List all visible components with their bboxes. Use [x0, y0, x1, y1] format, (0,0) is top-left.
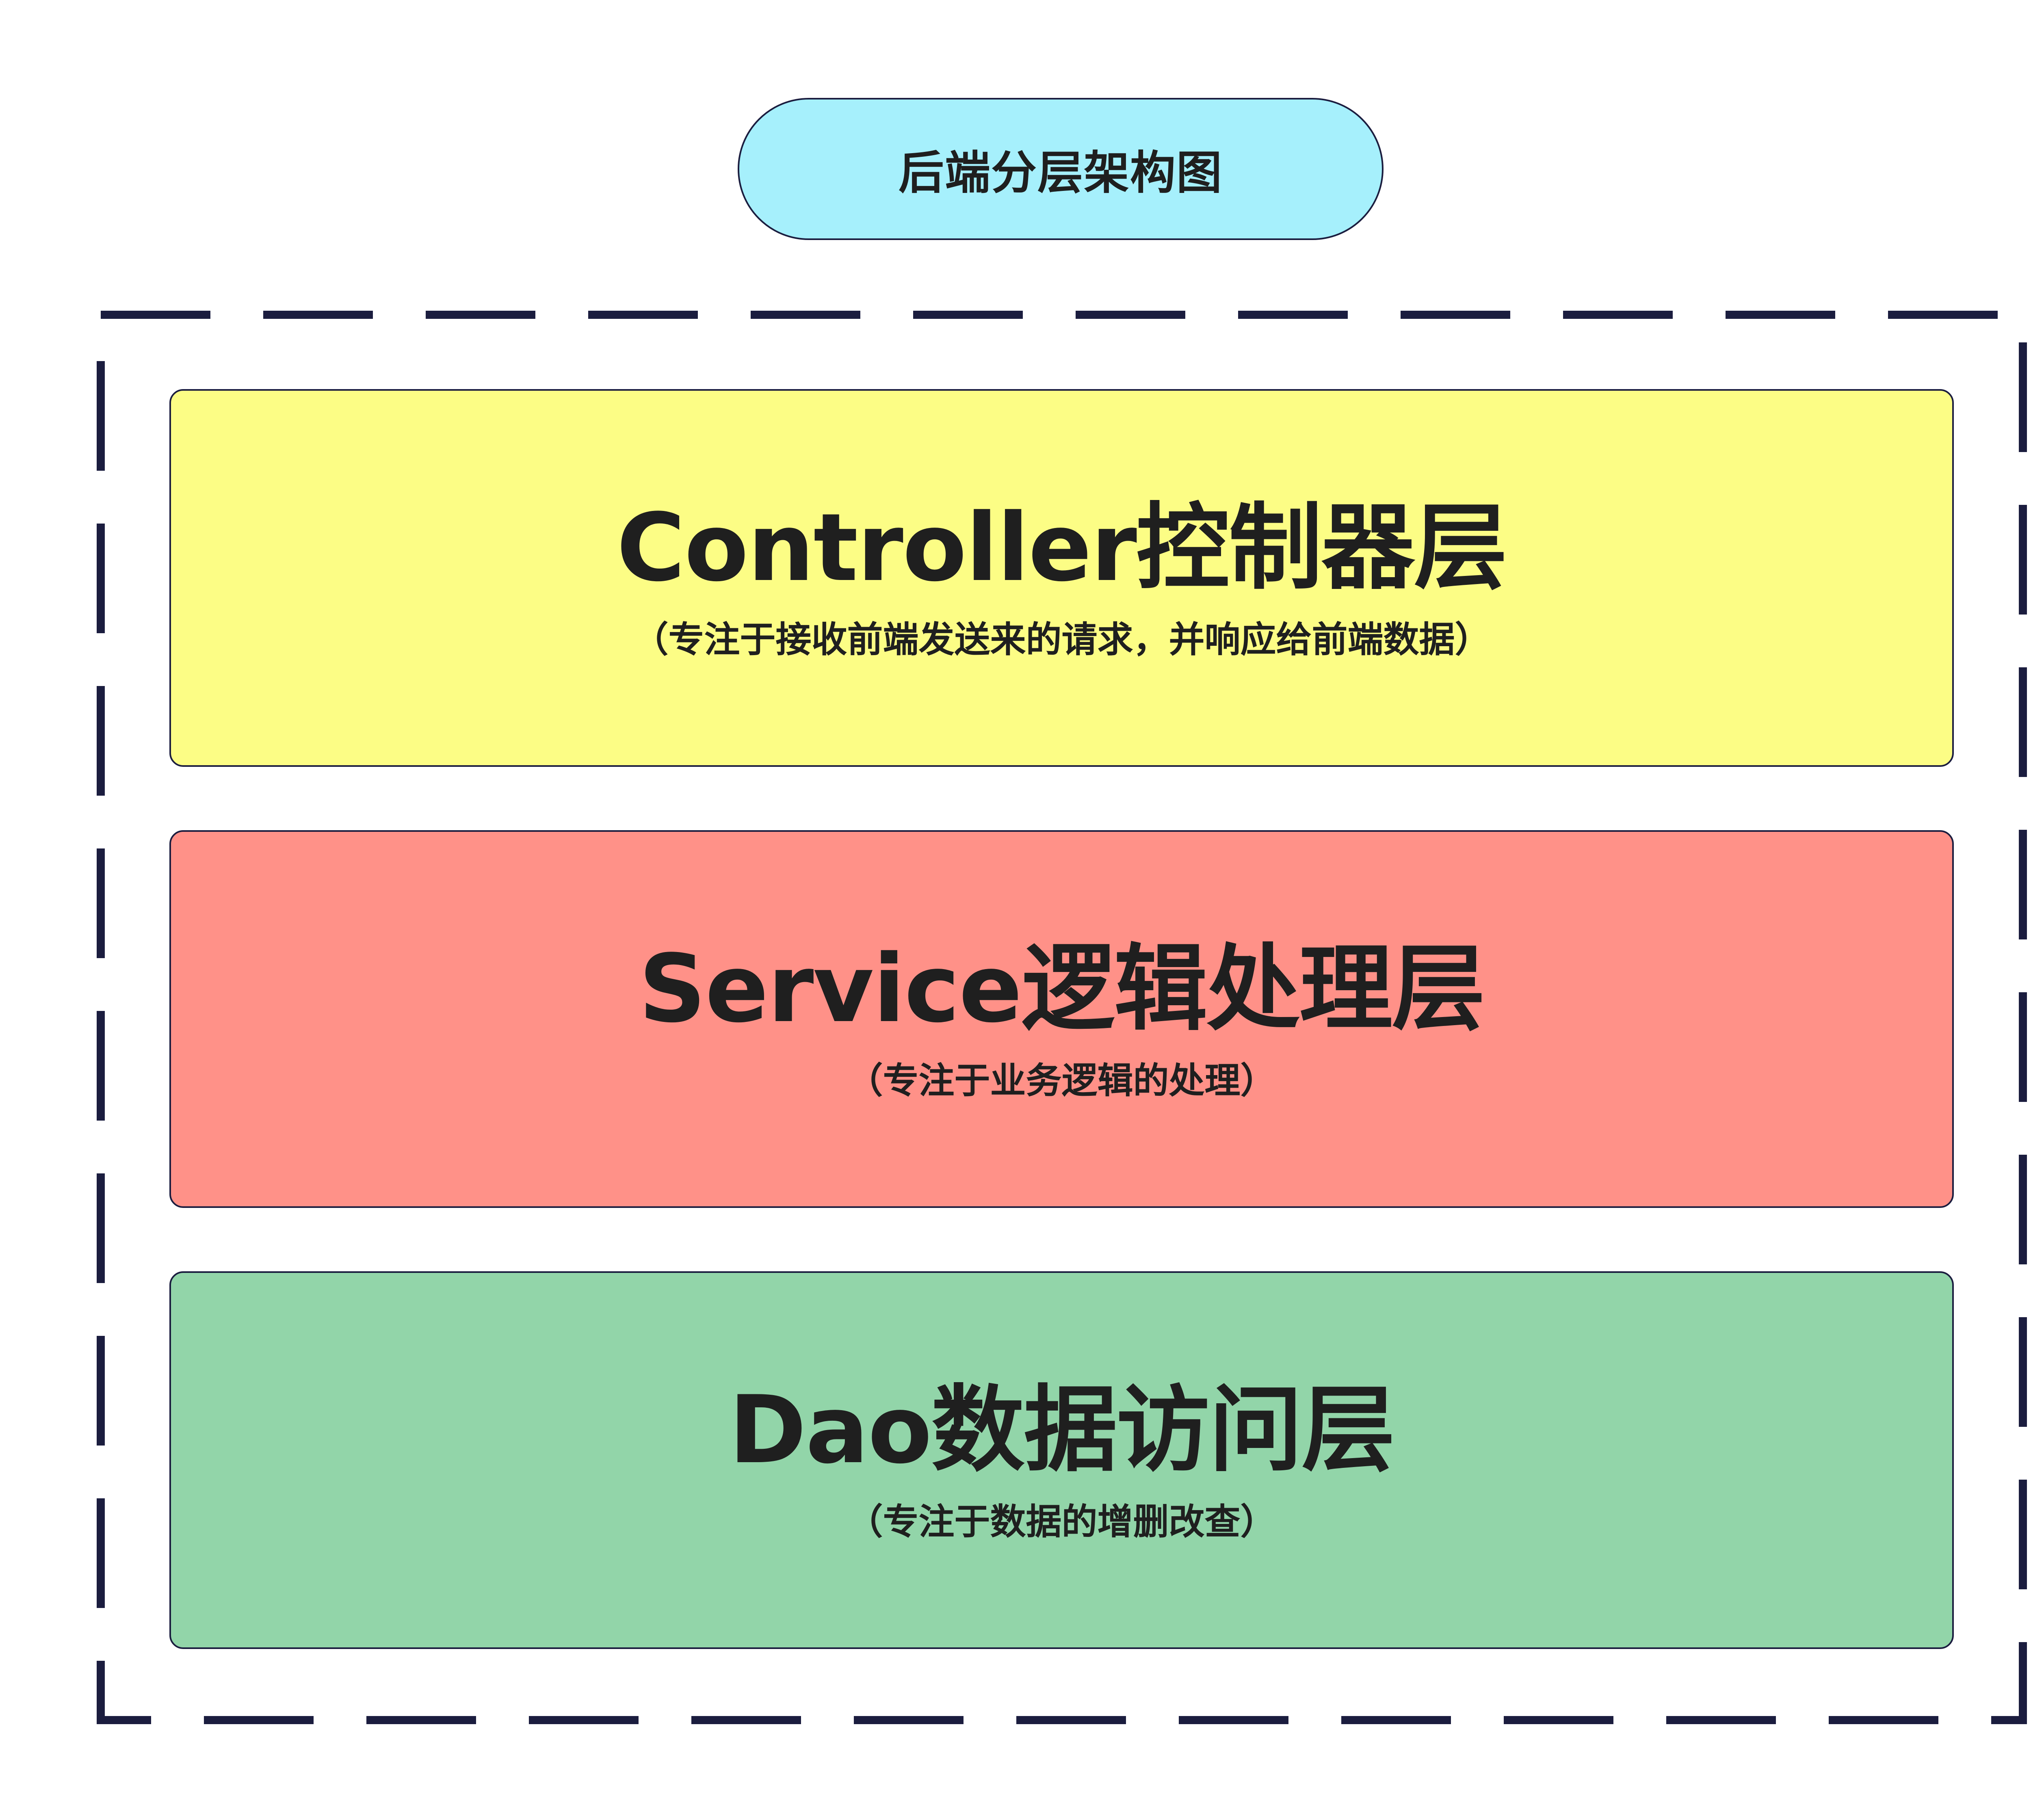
dao-layer-description: （专注于数据的增删改查） — [847, 1501, 1276, 1543]
diagram-title: 后端分层架构图 — [899, 147, 1223, 199]
controller-layer-description: （专注于接收前端发送来的请求，并响应给前端数据） — [632, 619, 1491, 661]
service-layer-title: Service逻辑处理层 — [639, 935, 1485, 1043]
dao-layer: Dao数据访问层 （专注于数据的增删改查） — [169, 1271, 1954, 1649]
dao-layer-title: Dao数据访问层 — [729, 1376, 1395, 1485]
controller-layer: Controller控制器层 （专注于接收前端发送来的请求，并响应给前端数据） — [169, 389, 1954, 767]
service-layer: Service逻辑处理层 （专注于业务逻辑的处理） — [169, 830, 1954, 1208]
service-layer-description: （专注于业务逻辑的处理） — [847, 1060, 1276, 1102]
controller-layer-title: Controller控制器层 — [616, 493, 1507, 602]
diagram-title-node: 后端分层架构图 — [738, 98, 1384, 240]
